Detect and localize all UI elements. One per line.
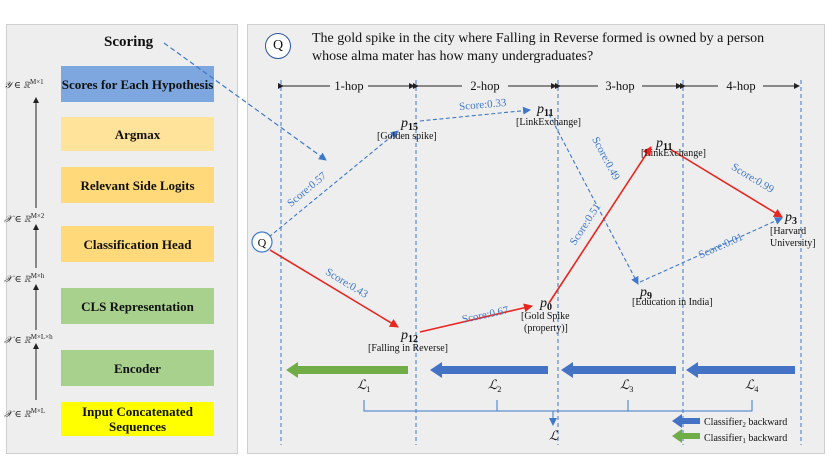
- score-q-p15: Score:0.57: [285, 170, 329, 210]
- score-p11-p9: Score:0.49: [589, 135, 622, 183]
- svg-text:(property)]: (property)]: [524, 323, 568, 334]
- dim-label-cls: 𝒳 ∈ ℝM×h: [4, 272, 45, 286]
- argmax-box: Argmax: [61, 117, 214, 151]
- reasoning-panel: [247, 24, 825, 454]
- legend-classifier2-arrow: [672, 414, 700, 428]
- hop-label-2: 2-hop: [470, 79, 499, 93]
- svg-text:p11: p11: [655, 136, 672, 153]
- svg-text:p12: p12: [400, 328, 418, 345]
- svg-text:[Education in India]: [Education in India]: [632, 297, 713, 308]
- svg-text:University]: University]: [770, 238, 816, 249]
- svg-text:p9: p9: [639, 285, 652, 302]
- encoder-box: Encoder: [61, 350, 214, 386]
- dim-label-encoder: 𝒳 ∈ ℝM×L×h: [4, 333, 53, 347]
- legend-classifier1-arrow: [672, 429, 700, 443]
- legend-classifier2-label: Classifier2 backward: [704, 417, 787, 429]
- loss-bracket: [363, 400, 753, 426]
- score-p11-p3: Score:0.99: [729, 161, 776, 196]
- scores-box: Scores for Each Hypothesis: [61, 66, 214, 102]
- loss-1: ℒ1: [357, 377, 370, 394]
- svg-text:[LinkExchange]: [LinkExchange]: [516, 117, 581, 128]
- loss-4: ℒ4: [745, 377, 758, 394]
- hop-separators: [280, 80, 802, 445]
- dim-label-input: 𝒳 ∈ ℝM×L: [4, 407, 46, 421]
- node-p11-a: p11 [LinkExchange]: [516, 102, 581, 128]
- relevant-side-logits-box: Relevant Side Logits: [61, 167, 214, 203]
- svg-text:[Falling in Reverse]: [Falling in Reverse]: [368, 343, 448, 354]
- score-p9-p3: Score:0.01: [697, 231, 745, 261]
- svg-text:[Golden spike]: [Golden spike]: [377, 131, 437, 142]
- svg-text:p15: p15: [400, 116, 418, 133]
- input-sequences-box: Input Concatenated Sequences: [61, 402, 214, 436]
- dim-label-scores: 𝒴 ∈ ℝM×1: [4, 78, 44, 92]
- node-p0: p0 [Gold Spike (property)]: [521, 296, 570, 334]
- svg-text:[Harvard: [Harvard: [770, 226, 806, 237]
- node-p12: p12 [Falling in Reverse]: [368, 328, 448, 354]
- classification-head-box: Classification Head: [61, 226, 214, 262]
- svg-text:p3: p3: [784, 210, 797, 227]
- svg-text:[Gold Spike: [Gold Spike: [521, 311, 570, 322]
- dim-label-logits: 𝒳 ∈ ℝM×2: [4, 212, 45, 226]
- hop-label-4: 4-hop: [726, 79, 755, 93]
- score-p15-p11: Score:0.33: [459, 97, 508, 113]
- svg-text:p0: p0: [539, 296, 552, 313]
- svg-text:Q: Q: [258, 236, 267, 250]
- loss-3: ℒ3: [620, 377, 633, 394]
- classifier1-backward-arrow-hop1: [286, 362, 408, 378]
- blue-path: [268, 106, 783, 285]
- classifier2-backward-arrow-hop3: [561, 362, 676, 378]
- classifier2-backward-arrow-hop4: [686, 362, 795, 378]
- classifier2-backward-arrow-hop2: [430, 362, 548, 378]
- cls-representation-box: CLS Representation: [61, 288, 214, 324]
- svg-text:p11: p11: [536, 102, 553, 119]
- q-node: Q: [251, 231, 273, 253]
- loss-2: ℒ2: [488, 377, 501, 394]
- scoring-title: Scoring: [104, 34, 154, 50]
- node-p9: p9 [Education in India]: [632, 285, 713, 308]
- hop-label-3: 3-hop: [605, 79, 634, 93]
- scoring-pointer: [163, 42, 327, 161]
- legend-classifier1-label: Classifier1 backward: [704, 433, 787, 445]
- node-p11-b: p11 [LinkExchange]: [641, 136, 706, 159]
- hop-label-1: 1-hop: [334, 79, 363, 93]
- node-p3: p3 [Harvard University]: [770, 210, 816, 249]
- question-icon: Q: [265, 33, 291, 59]
- score-p12-p0: Score:0.67: [461, 304, 510, 326]
- question-text: The gold spike in the city where Falling…: [312, 31, 765, 64]
- legend: Classifier2 backward Classifier1 backwar…: [672, 414, 787, 445]
- backward-arrows: [286, 362, 795, 378]
- node-p15: p15 [Golden spike]: [377, 116, 437, 142]
- score-p0-p11: Score:0.51: [568, 201, 604, 247]
- red-path: [269, 146, 783, 333]
- total-loss: ℒ: [549, 428, 559, 443]
- svg-text:[LinkExchange]: [LinkExchange]: [641, 148, 706, 159]
